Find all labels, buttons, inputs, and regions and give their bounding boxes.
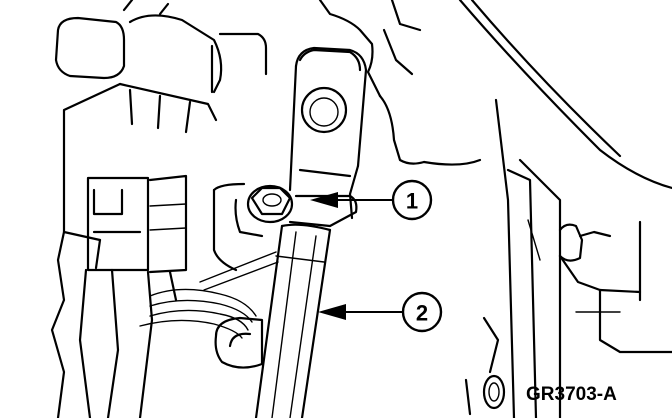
callout-1-arrowhead bbox=[310, 192, 338, 208]
callout-2-arrowhead bbox=[318, 304, 346, 320]
callout-2-circle bbox=[401, 291, 443, 333]
figure-id: GR3703-A bbox=[526, 384, 617, 405]
callout-1: 1 bbox=[310, 179, 433, 221]
housing-outlines bbox=[50, 0, 672, 418]
callout-2: 2 bbox=[318, 291, 443, 333]
callout-1-circle bbox=[391, 179, 433, 221]
callout-1-number: 1 bbox=[406, 189, 418, 214]
callout-2-number: 2 bbox=[416, 301, 428, 326]
rod bbox=[254, 223, 332, 418]
bolt bbox=[246, 184, 294, 224]
bracket-arm bbox=[288, 46, 368, 228]
